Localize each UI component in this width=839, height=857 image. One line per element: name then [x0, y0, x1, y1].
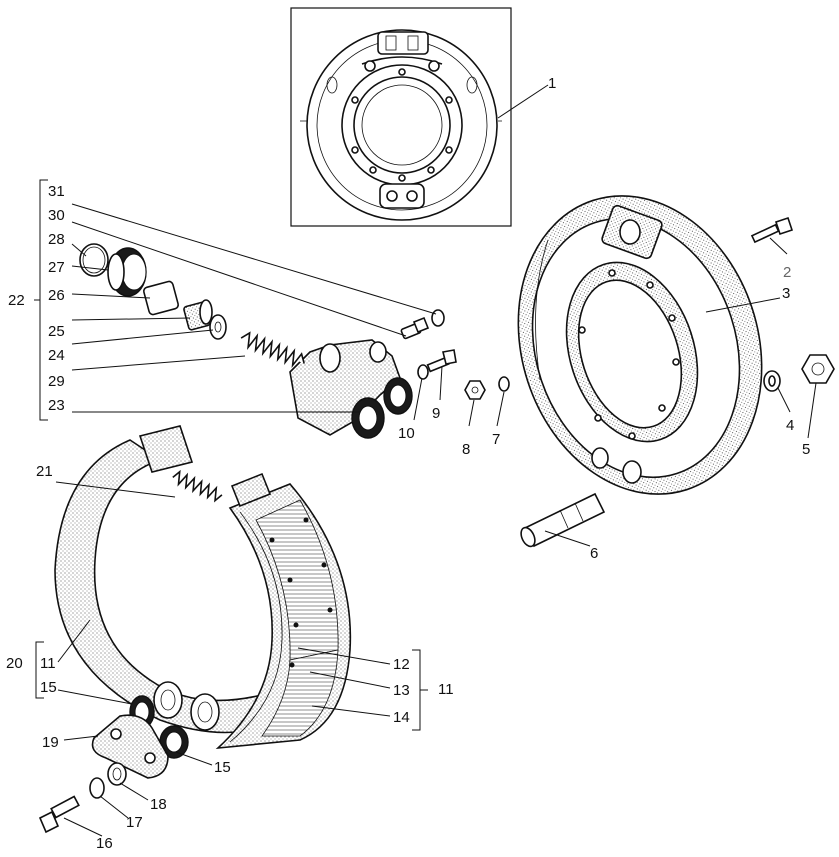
plate-part-19	[91, 714, 169, 779]
callout-6: 6	[590, 545, 598, 562]
callout-4: 4	[786, 417, 794, 434]
callout-16: 16	[96, 835, 113, 852]
lining-part-12	[255, 499, 339, 737]
callout-30: 30	[48, 207, 65, 224]
callout-1: 1	[548, 75, 556, 92]
anchor-pin-part-6	[520, 492, 606, 548]
callout-22: 22	[8, 292, 25, 309]
wheel-cylinder-body-part-23	[289, 339, 413, 439]
callout-27: 27	[48, 259, 65, 276]
callout-18: 18	[150, 796, 167, 813]
ring-part-28	[79, 243, 109, 277]
callout-20: 20	[6, 655, 23, 672]
callout-11-shoe: 11	[438, 681, 454, 698]
inset-assembly-view	[290, 7, 512, 227]
callout-15-lower: 15	[214, 759, 231, 776]
inset-wheel-cylinder	[361, 31, 443, 72]
callout-5: 5	[802, 441, 810, 458]
callout-24: 24	[48, 347, 65, 364]
bushing-part-15-right	[159, 725, 189, 759]
leader-lines	[55, 84, 817, 837]
nut-part-5	[801, 354, 835, 384]
callout-14: 14	[393, 709, 410, 726]
spring-washer-part-7	[498, 376, 510, 392]
callout-28: 28	[48, 231, 65, 248]
callout-29: 29	[48, 373, 65, 390]
callout-8: 8	[462, 441, 470, 458]
bracket-11	[412, 649, 428, 731]
callout-12: 12	[393, 656, 410, 673]
washer-part-18	[107, 762, 127, 786]
callout-31: 31	[48, 183, 65, 200]
cap-part-31	[431, 309, 445, 327]
bracket-20	[35, 641, 44, 699]
inset-bolt-holes	[351, 68, 453, 182]
adjuster-part-26	[142, 280, 180, 316]
brake-shoe-assembly	[54, 425, 352, 750]
nut-part-8	[464, 380, 486, 400]
bolt-part-16	[38, 795, 80, 834]
spring-part-29	[240, 331, 305, 369]
callout-21: 21	[36, 463, 53, 480]
backing-plate	[517, 195, 763, 495]
bolt-part-9	[426, 349, 457, 373]
rivets-part-13	[269, 517, 333, 668]
callout-7: 7	[492, 431, 500, 448]
spring-part-21	[172, 469, 223, 503]
callout-25: 25	[48, 323, 65, 340]
callout-labels: 1 2 3 4 5 6 7 8 9 10 11 11 11 12 13 14 1…	[6, 75, 810, 852]
callout-17: 17	[126, 814, 143, 831]
callout-3: 3	[782, 285, 790, 302]
callout-10: 10	[398, 425, 415, 442]
spring-washer-part-4	[763, 370, 781, 392]
bolt-part-2	[750, 216, 794, 244]
piston-part-25	[183, 299, 213, 331]
callout-2: 2	[783, 264, 791, 281]
washer-part-10	[417, 364, 429, 380]
callout-19: 19	[42, 734, 59, 751]
callout-9: 9	[432, 405, 440, 422]
cup-part-24	[209, 314, 227, 340]
boot-part-27	[107, 247, 147, 297]
callout-13: 13	[393, 682, 410, 699]
callout-23: 23	[48, 397, 65, 414]
callout-26: 26	[48, 287, 65, 304]
spring-washer-part-17	[89, 777, 105, 799]
bracket-22	[34, 179, 48, 421]
inset-anchor-block	[379, 183, 425, 209]
backing-plate-holes	[578, 269, 680, 440]
callout-15-bracket-20: 15	[40, 679, 57, 696]
callout-11-bracket-20: 11	[40, 655, 56, 672]
